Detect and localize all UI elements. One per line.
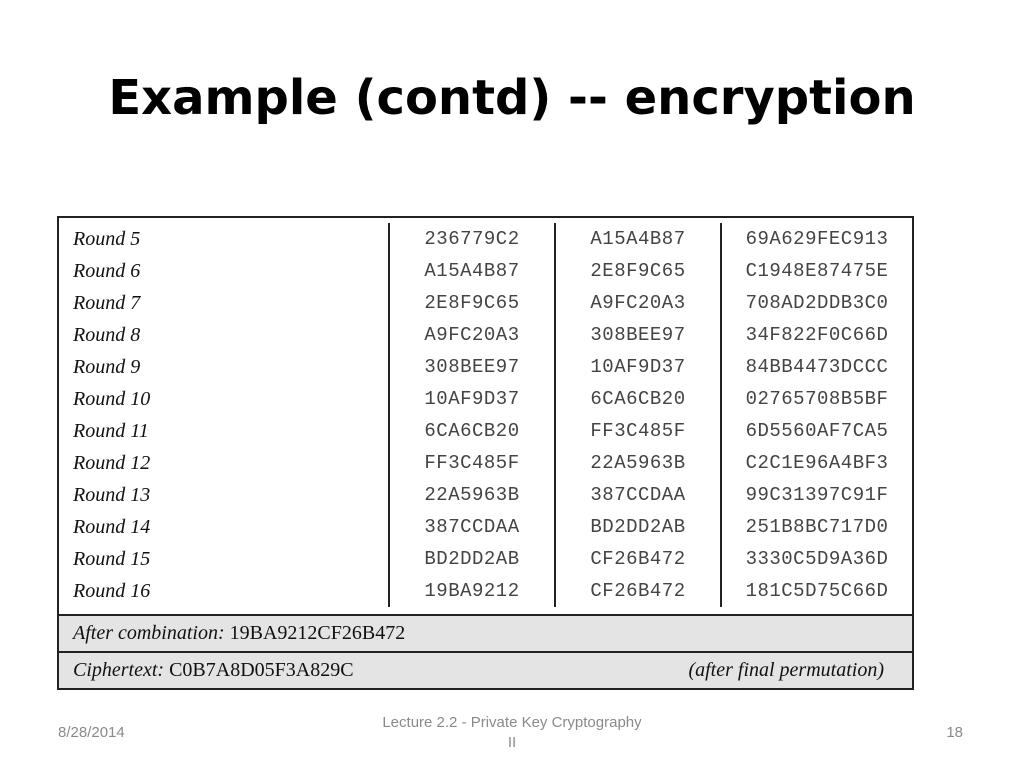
round-label: Round 12 [73, 452, 151, 474]
left-half-value: 387CCDAA [424, 516, 520, 538]
right-half-value: FF3C485F [590, 420, 686, 442]
right-half-value: 308BEE97 [590, 324, 686, 346]
left-half-value: 236779C2 [424, 228, 520, 250]
right-half-value: 22A5963B [590, 452, 686, 474]
round-key-value: 251B8BC717D0 [745, 516, 889, 538]
round-label: Round 15 [73, 548, 151, 570]
round-key-value: C2C1E96A4BF3 [745, 452, 889, 474]
after-combination-row: After combination: 19BA9212CF26B472 [59, 616, 912, 653]
left-half-value: 22A5963B [424, 484, 520, 506]
round-key-value: 181C5D75C66D [745, 580, 889, 602]
ciphertext-row: Ciphertext: C0B7A8D05F3A829C (after fina… [59, 653, 912, 688]
des-rounds-table: Round 5 Round 6 Round 7 Round 8 Round 9 … [57, 216, 914, 690]
left-half-value: FF3C485F [424, 452, 520, 474]
round-label: Round 8 [73, 324, 141, 346]
after-combination-label: After combination: [73, 622, 225, 644]
after-combination-value: 19BA9212CF26B472 [229, 622, 406, 644]
slide-number: 18 [946, 724, 963, 741]
footer-date: 8/28/2014 [58, 724, 125, 741]
left-half-value: 6CA6CB20 [424, 420, 520, 442]
round-label: Round 6 [73, 260, 141, 282]
left-half-value: A9FC20A3 [424, 324, 520, 346]
left-half-column: 236779C2 A15A4B87 2E8F9C65 A9FC20A3 308B… [390, 223, 556, 607]
footer-lecture-line-1: Lecture 2.2 - Private Key Cryptography [382, 714, 642, 731]
ciphertext-label: Ciphertext: [73, 659, 165, 681]
round-key-value: 02765708B5BF [745, 388, 889, 410]
right-half-column: A15A4B87 2E8F9C65 A9FC20A3 308BEE97 10AF… [556, 223, 722, 607]
footer-lecture-title: Lecture 2.2 - Private Key Cryptography I… [312, 713, 712, 753]
right-half-value: A15A4B87 [590, 228, 686, 250]
left-half-value: 2E8F9C65 [424, 292, 520, 314]
round-label: Round 11 [73, 420, 149, 442]
round-label: Round 13 [73, 484, 151, 506]
right-half-value: 387CCDAA [590, 484, 686, 506]
left-half-value: 19BA9212 [424, 580, 520, 602]
right-half-value: BD2DD2AB [590, 516, 686, 538]
round-key-value: 708AD2DDB3C0 [745, 292, 889, 314]
left-half-value: 308BEE97 [424, 356, 520, 378]
round-key-value: 69A629FEC913 [745, 228, 889, 250]
right-half-value: 6CA6CB20 [590, 388, 686, 410]
left-half-value: 10AF9D37 [424, 388, 520, 410]
round-label: Round 7 [73, 292, 141, 314]
round-key-value: 3330C5D9A36D [745, 548, 889, 570]
round-label: Round 16 [73, 580, 151, 602]
right-half-value: 10AF9D37 [590, 356, 686, 378]
round-key-value: 6D5560AF7CA5 [745, 420, 889, 442]
right-half-value: 2E8F9C65 [590, 260, 686, 282]
round-key-value: C1948E87475E [745, 260, 889, 282]
left-half-value: BD2DD2AB [424, 548, 520, 570]
round-key-value: 84BB4473DCCC [745, 356, 889, 378]
slide-title: Example (contd) -- encryption [108, 70, 916, 126]
round-label-column: Round 5 Round 6 Round 7 Round 8 Round 9 … [59, 223, 390, 607]
round-key-column: 69A629FEC913 C1948E87475E 708AD2DDB3C0 3… [722, 223, 912, 607]
right-half-value: CF26B472 [590, 580, 686, 602]
round-label: Round 14 [73, 516, 151, 538]
left-half-value: A15A4B87 [424, 260, 520, 282]
round-key-value: 34F822F0C66D [745, 324, 889, 346]
round-label: Round 9 [73, 356, 141, 378]
round-key-value: 99C31397C91F [745, 484, 889, 506]
right-half-value: A9FC20A3 [590, 292, 686, 314]
rounds-section: Round 5 Round 6 Round 7 Round 8 Round 9 … [59, 218, 912, 616]
footer-lecture-line-2: II [507, 734, 517, 751]
round-label: Round 5 [73, 228, 141, 250]
right-half-value: CF26B472 [590, 548, 686, 570]
round-label: Round 10 [73, 388, 151, 410]
ciphertext-value: C0B7A8D05F3A829C [169, 659, 354, 681]
final-permutation-note: (after final permutation) [688, 659, 884, 681]
